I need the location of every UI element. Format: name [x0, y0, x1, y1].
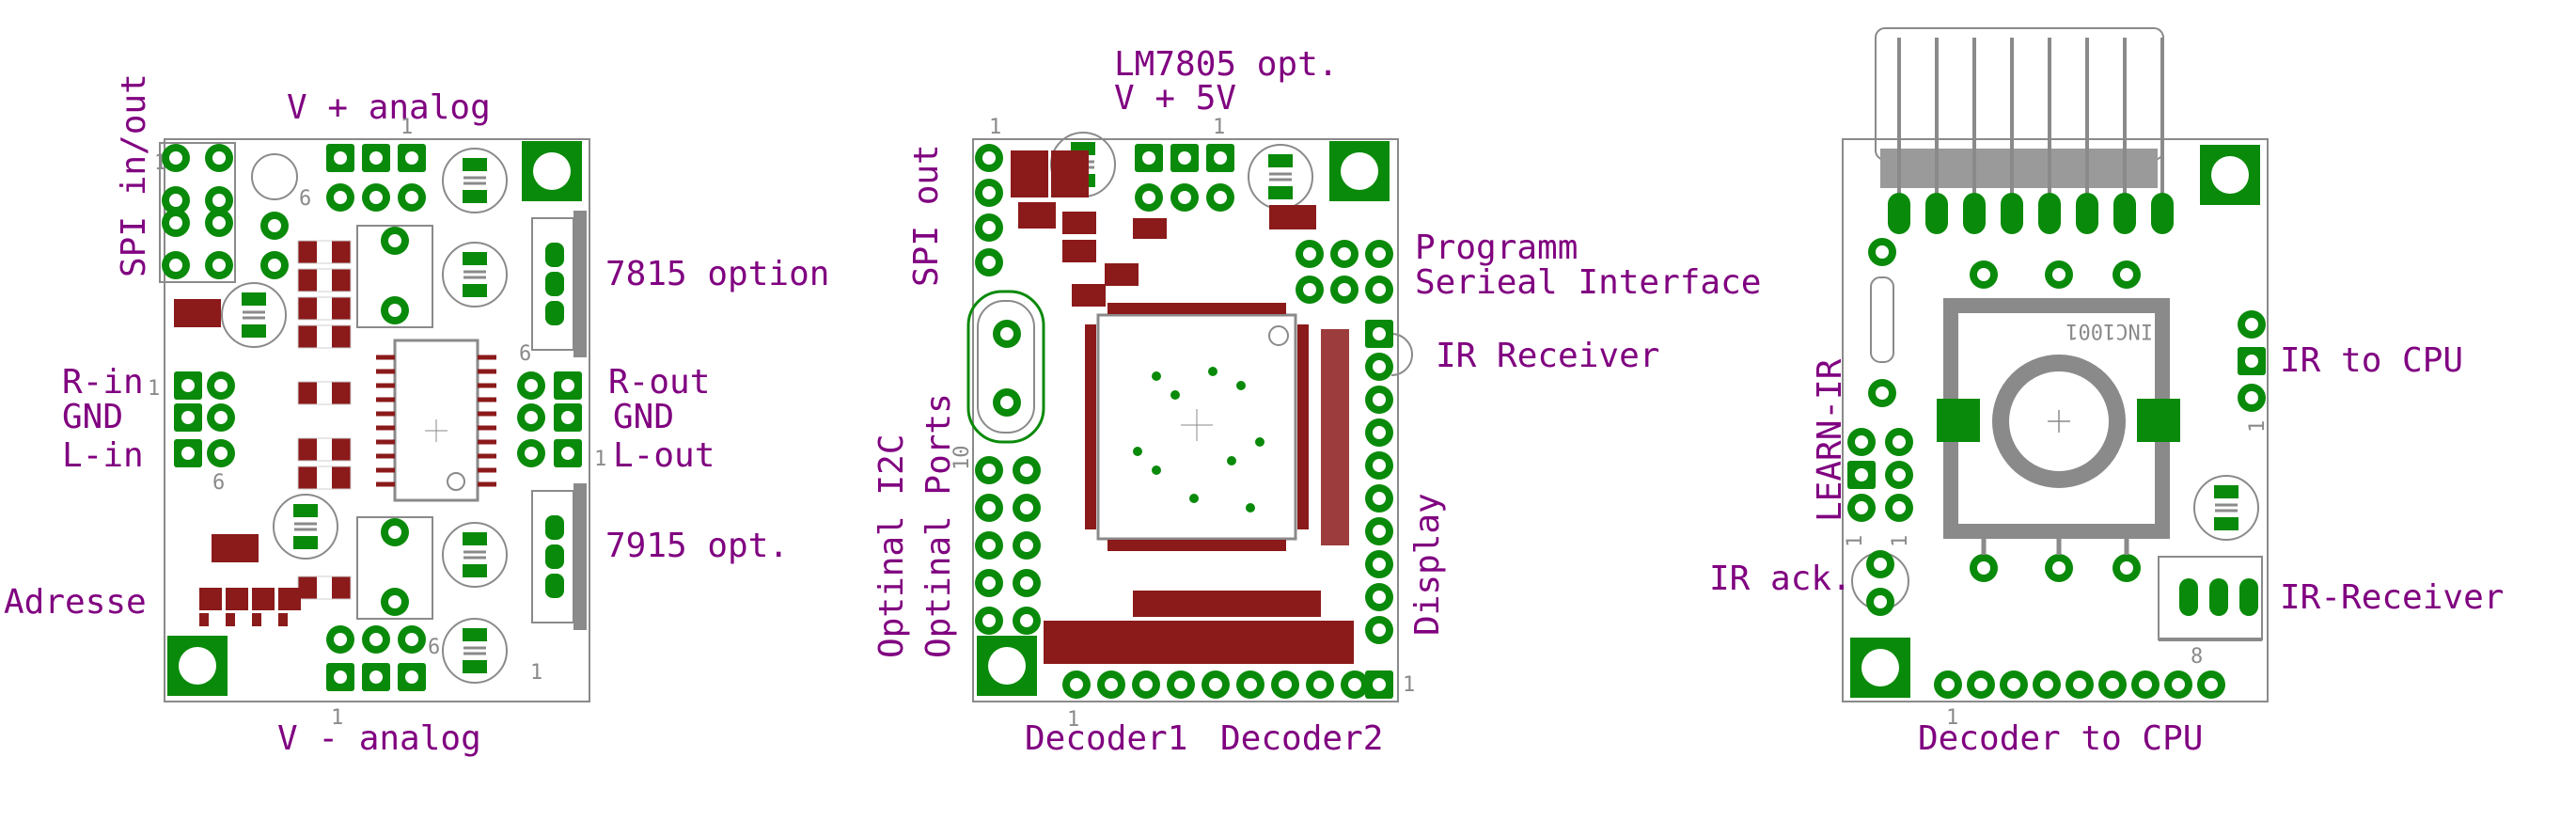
microcontroller-qfp: [1085, 303, 1309, 551]
pin-mark-1c: 6: [299, 187, 311, 211]
label-serial-interface: Serieal Interface: [1415, 263, 1761, 302]
voltage-regulator-7915: [531, 482, 588, 631]
pin-mark-3c: 1: [2246, 420, 2270, 433]
mount-hole-bl-1: [167, 636, 228, 696]
pin-mark-1e: 6: [212, 471, 225, 495]
label-gnd-in: GND: [62, 398, 123, 436]
label-spi-in-out: SPI in/out: [115, 73, 153, 277]
pin-mark-1f: 1: [594, 448, 606, 471]
electrolytic-box-1: [356, 225, 433, 620]
ir-receiver-footprint-2: [1390, 333, 1413, 376]
label-gnd-out: GND: [613, 398, 674, 436]
label-ir-receiver: IR Receiver: [1436, 337, 1659, 375]
capacitor-3: [2192, 474, 2260, 542]
spi-connector: [159, 142, 236, 283]
rotary-encoder: [1937, 260, 2180, 582]
board-3-outline: [1842, 138, 2269, 702]
pin-mark-1i: 6: [428, 636, 440, 659]
smd-block-top-2: [1011, 150, 1316, 307]
audio-in-connector: [174, 371, 235, 467]
ir-ack-led: [1851, 550, 1909, 616]
label-7915-option: 7915 opt.: [605, 527, 789, 565]
ir-receiver-module: [2158, 556, 2263, 641]
v5-header: [1135, 144, 1234, 212]
label-ir-receiver: IR-Receiver: [2280, 578, 2504, 617]
voltage-regulator-7815: [531, 210, 588, 358]
audio-out-connector: [517, 371, 582, 467]
label-v-plus-5v: V + 5V: [1114, 79, 1236, 118]
pin-mark-2e: 1: [1403, 673, 1415, 697]
mount-hole-tr-3: [2200, 145, 2260, 205]
pin-mark-2d: 1: [1067, 708, 1079, 732]
spi-out-connector: [975, 144, 1003, 276]
label-r-out: R-out: [608, 363, 710, 402]
pin-mark-2b: 1: [1213, 116, 1225, 139]
i2c-ports-header: [975, 456, 1041, 635]
pin-mark-3d: 8: [2191, 645, 2203, 669]
label-decoder1: Decoder1: [1025, 719, 1187, 758]
board-2-outline: [972, 138, 1399, 702]
pin-mark-3b: 1: [1889, 535, 1912, 547]
label-ir-to-cpu: IR to CPU: [2280, 341, 2463, 380]
mount-hole-tl-1: [522, 141, 582, 201]
pin-mark-3e: 1: [1946, 706, 1958, 730]
pin-mark-1h: 1: [331, 706, 343, 730]
angled-pin-header: [1875, 27, 2174, 234]
amplifier-ic: [376, 339, 496, 502]
label-learn-ir: LEARN-IR: [1811, 358, 1849, 522]
learn-ir-jumpers: [1847, 428, 1913, 522]
label-programm: Programm: [1415, 229, 1578, 267]
board-3-ir-module: INC1001 LEARN-IR IR ack. IR to CPU: [1709, 27, 2504, 758]
resistor-bank-2: [1044, 329, 1354, 664]
label-spi-out: SPI out: [907, 144, 946, 287]
decoder-to-cpu-header: [1934, 670, 2225, 699]
label-adresse: Adresse: [4, 583, 147, 622]
label-l-out: L-out: [613, 436, 715, 475]
label-r-in: R-in: [62, 363, 144, 402]
mount-hole-bl-3: [1850, 638, 1910, 698]
label-decoder-to-cpu: Decoder to CPU: [1918, 719, 2203, 758]
ic-designator: INC1001: [2066, 319, 2153, 342]
ir-to-cpu-header: [2238, 310, 2266, 412]
pin-mark-1b: 1: [401, 116, 413, 139]
pin-mark-2a: 1: [989, 116, 1001, 139]
pin-mark-1g: 6: [519, 342, 531, 366]
board-2-controller: LM7805 opt. V + 5V SPI out Programm Seri…: [872, 45, 1761, 758]
ldr-sensor: [251, 153, 298, 279]
pin-mark-2c: 10: [950, 446, 974, 471]
mount-hole-bl-2: [977, 636, 1037, 696]
mount-hole-tr-2: [1329, 141, 1390, 201]
label-7815-option: 7815 option: [605, 255, 829, 293]
adresse-jumpers: [199, 588, 301, 626]
decoder-header: [1062, 670, 1369, 699]
v-minus-analog-header: [326, 625, 426, 691]
board-1-outline: [164, 138, 590, 702]
pin-mark-1j: 1: [530, 661, 542, 685]
label-optional-i2c: Optinal I2C: [872, 434, 911, 658]
pin-mark-3a: 1: [1844, 535, 1867, 547]
resistor-vertical-3: [1868, 238, 1896, 407]
crystal-oscillator: [966, 290, 1045, 444]
small-smd-cluster-1: [174, 299, 259, 562]
label-display: Display: [1408, 493, 1447, 636]
programm-header: [1296, 240, 1393, 304]
label-v-plus-analog: V + analog: [287, 88, 491, 127]
label-v-minus-analog: V - analog: [277, 719, 481, 758]
label-lm7805-opt: LM7805 opt.: [1114, 45, 1338, 84]
pin-mark-1d: 1: [148, 377, 160, 401]
pin-mark-1a: 1: [154, 151, 166, 175]
label-l-in: L-in: [62, 436, 144, 475]
label-decoder2: Decoder2: [1220, 719, 1383, 758]
v-plus-analog-header: [326, 144, 426, 212]
label-optional-ports: Optinal Ports: [919, 393, 958, 658]
board-1-audio-amplifier: SPI in/out V + analog V - analog 7815 op…: [4, 73, 829, 758]
display-header: [1365, 320, 1393, 699]
label-ir-ack: IR ack.: [1709, 560, 1852, 598]
